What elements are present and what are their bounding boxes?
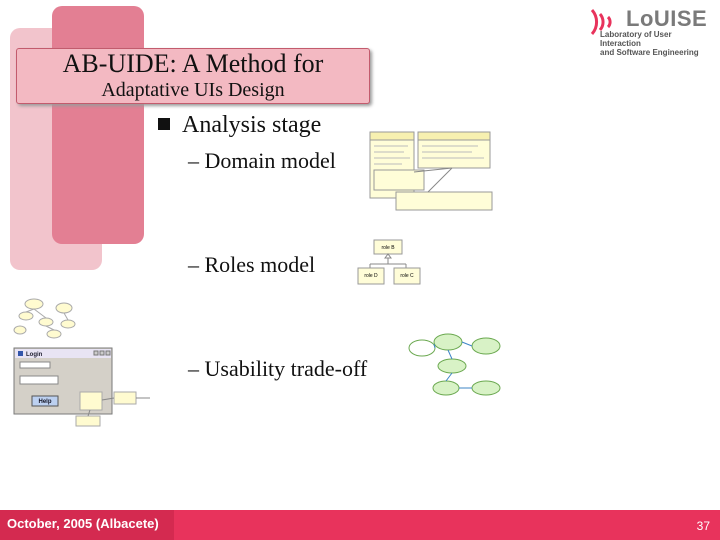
signal-waves-icon — [590, 9, 612, 35]
footer-bar: October, 2005 (Albacete) 37 — [0, 510, 720, 540]
louise-logo: LoUISE Laboratory of User Interaction an… — [586, 6, 708, 57]
roles-model-diagram: role B role D role C — [357, 239, 421, 285]
decorative-bar-dark — [52, 6, 144, 244]
role-label: role C — [400, 273, 414, 279]
logo-tagline-line: and Software Engineering — [600, 48, 699, 57]
help-button: Help — [38, 399, 51, 405]
bullet-text: Analysis stage — [182, 112, 322, 138]
bullet-analysis-stage: Analysis stage — [158, 112, 321, 139]
role-label: role D — [364, 273, 378, 279]
logo-tagline: Laboratory of User Interaction and Softw… — [600, 30, 708, 57]
usability-tradeoff-diagram — [408, 333, 501, 396]
subitem-roles-model: – Roles model — [188, 252, 316, 277]
slide-title: AB-UIDE: A Method for — [62, 49, 324, 78]
subitem-domain-model: – Domain model — [188, 148, 336, 173]
title-box: AB-UIDE: A Method for Adaptative UIs Des… — [16, 48, 370, 104]
logo-word: LoUISE — [626, 6, 708, 31]
page-number: 37 — [696, 519, 710, 533]
domain-model-diagram — [369, 131, 493, 211]
role-label: role B — [381, 245, 395, 251]
subitem-usability-tradeoff: – Usability trade-off — [188, 356, 368, 381]
slide-subtitle: Adaptative UIs Design — [101, 79, 285, 101]
square-bullet-icon — [158, 118, 170, 130]
footer-date-panel — [0, 510, 174, 540]
login-window-title: Login — [26, 352, 43, 358]
footer-date: October, 2005 (Albacete) — [7, 516, 159, 531]
logo-tagline-line: Laboratory of User Interaction — [600, 30, 672, 48]
task-model-login-screenshot: Login Help — [13, 298, 150, 427]
